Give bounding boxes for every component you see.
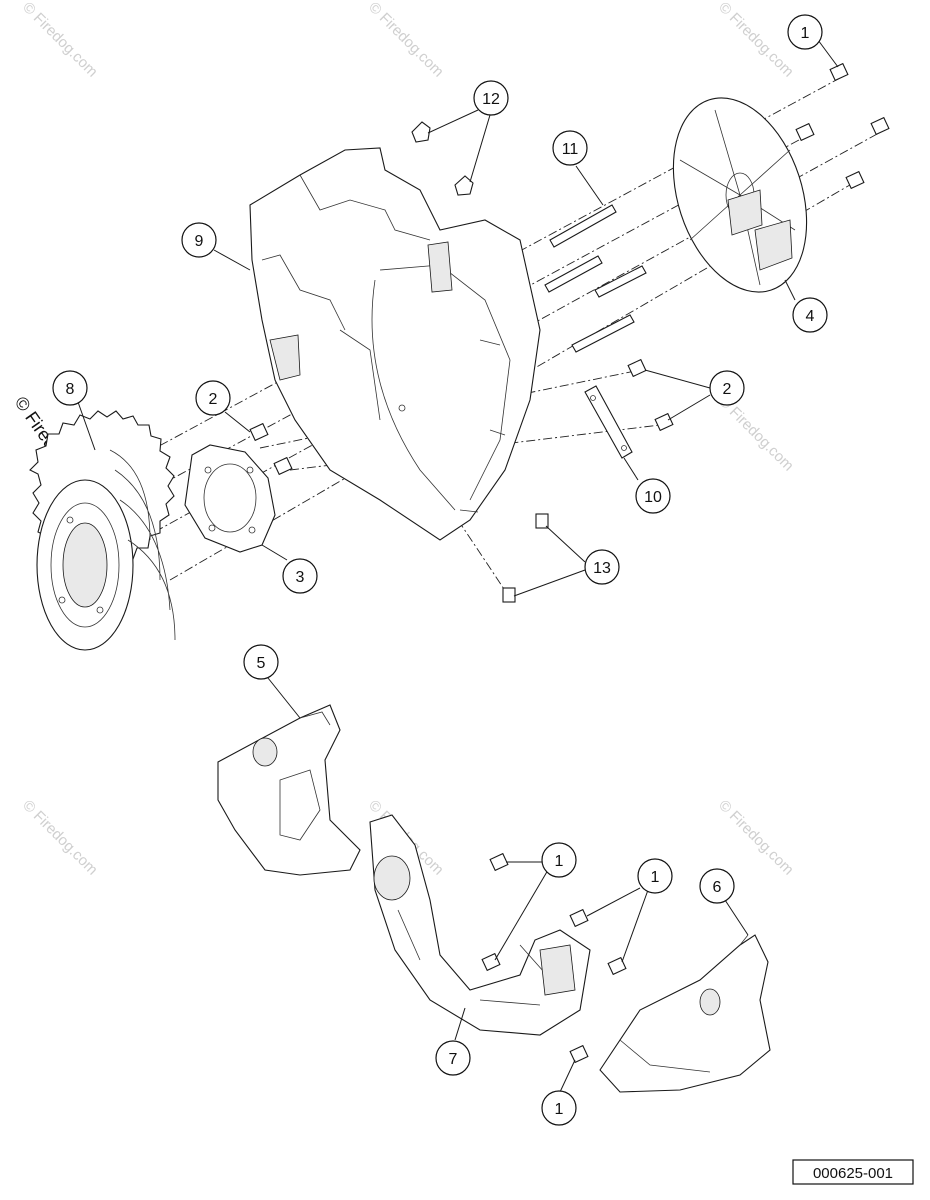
cover-5: [217, 704, 361, 876]
callout-13: 13: [584, 549, 620, 585]
svg-text:7: 7: [449, 1051, 458, 1068]
leader-lines: [77, 39, 839, 1093]
svg-text:1: 1: [555, 1101, 564, 1118]
rotating-screen: [672, 97, 808, 293]
callout-1: 1: [787, 14, 823, 50]
reference-code-box: 000625-001: [792, 1159, 914, 1185]
callout-1-mid-left: 1: [541, 842, 577, 878]
callouts: 1 12 11 9 4 8 2 2: [52, 14, 828, 1126]
watermark: © Firedog.com: [715, 797, 797, 879]
callout-9: 9: [181, 222, 217, 258]
watermark: © Firedog.com: [19, 797, 101, 879]
svg-text:6: 6: [713, 879, 722, 896]
svg-text:13: 13: [593, 560, 611, 577]
svg-text:1: 1: [651, 869, 660, 886]
reference-code: 000625-001: [813, 1165, 893, 1182]
svg-text:2: 2: [209, 391, 218, 408]
callout-1-mid-right: 1: [637, 858, 673, 894]
watermark: © Firedog.com: [365, 0, 447, 81]
svg-text:11: 11: [562, 141, 579, 158]
svg-text:4: 4: [806, 308, 815, 325]
studs: [544, 204, 647, 353]
svg-text:1: 1: [801, 25, 810, 42]
fasteners: [249, 62, 890, 1064]
callout-3: 3: [282, 558, 318, 594]
watermark: © Firedog.com: [19, 0, 101, 81]
watermark: © Firedog.com: [715, 0, 797, 81]
callout-5: 5: [243, 644, 279, 680]
svg-text:10: 10: [644, 489, 662, 506]
svg-text:5: 5: [257, 655, 266, 672]
svg-text:3: 3: [296, 569, 305, 586]
adapter-plate: [184, 444, 276, 553]
callout-12: 12: [473, 80, 509, 116]
callout-10: 10: [635, 478, 671, 514]
svg-text:9: 9: [195, 233, 204, 250]
bracket-plate-7: [369, 814, 591, 1036]
callout-8: 8: [52, 370, 88, 406]
svg-text:1: 1: [555, 853, 564, 870]
callout-7: 7: [435, 1040, 471, 1076]
callout-11: 11: [552, 130, 588, 166]
svg-text:12: 12: [482, 91, 500, 108]
callout-6: 6: [699, 868, 735, 904]
svg-text:2: 2: [723, 381, 732, 398]
callout-2-right: 2: [709, 370, 745, 406]
blower-housing: [249, 147, 541, 541]
callout-4: 4: [792, 297, 828, 333]
flywheel: [29, 410, 176, 651]
svg-text:8: 8: [66, 381, 75, 398]
clips: [411, 121, 474, 196]
callout-2-left: 2: [195, 380, 231, 416]
callout-1-bottom: 1: [541, 1090, 577, 1126]
bracket: [584, 385, 633, 459]
shield-6: [599, 934, 771, 1093]
